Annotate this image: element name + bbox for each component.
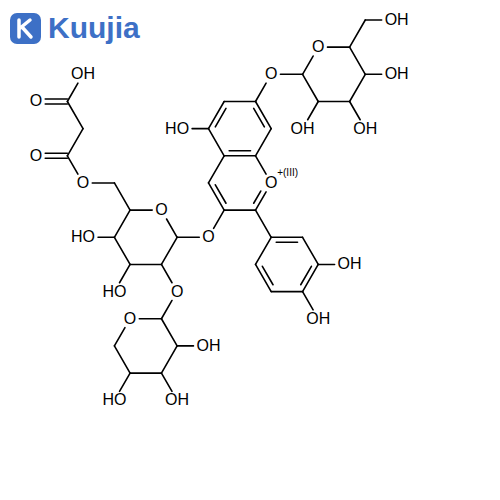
atom-label: O	[265, 66, 277, 82]
bond-line	[256, 237, 272, 264]
bond-line	[120, 373, 131, 391]
bond-line	[350, 101, 361, 119]
logo-k-mark	[19, 20, 31, 37]
bond-line	[229, 150, 250, 152]
bond-line	[67, 83, 78, 101]
atom-label: OH	[385, 66, 409, 82]
bond-line	[114, 237, 130, 264]
bond-line	[45, 98, 67, 100]
bond-line	[114, 346, 130, 373]
bond-line	[301, 266, 312, 284]
bond-line	[318, 101, 349, 103]
atom-label: OH	[353, 121, 377, 137]
atom-label: O	[124, 311, 136, 327]
atom-label: OH	[291, 121, 315, 137]
bond-line	[67, 156, 78, 174]
atom-label: O	[155, 202, 167, 218]
atom-label: O	[77, 175, 89, 191]
bond-line	[256, 83, 267, 101]
bond-line	[365, 19, 381, 21]
bond-line	[45, 158, 67, 160]
bond-line	[350, 47, 366, 74]
atom-label: OH	[306, 311, 330, 327]
atom-label: O	[30, 93, 42, 109]
bond-line	[214, 210, 225, 228]
bond-line	[365, 74, 381, 76]
bond-line	[161, 300, 172, 318]
atom-label: HO	[102, 392, 126, 408]
bond-line	[271, 291, 302, 293]
atom-label: O	[171, 284, 183, 300]
bond-line	[161, 373, 172, 391]
bond-line	[256, 156, 267, 174]
bond-line	[208, 156, 224, 183]
bond-line	[114, 210, 130, 237]
logo-wordmark: Kuujia	[48, 13, 140, 43]
bond-line	[130, 372, 161, 374]
bond-line	[350, 74, 366, 101]
bond-line	[303, 292, 314, 310]
bond-line	[161, 264, 172, 282]
bond-line	[120, 264, 131, 282]
bond-line	[303, 74, 319, 101]
bond-line	[280, 74, 302, 76]
bond-line	[67, 129, 83, 156]
bond-line	[254, 191, 261, 203]
bond-line	[161, 319, 177, 346]
atom-label: O	[30, 148, 42, 164]
atom-label: OH	[71, 66, 95, 82]
atom-label: HO	[71, 229, 95, 245]
bond-line	[208, 129, 224, 156]
bond-line	[303, 56, 314, 74]
atom-label: OH	[385, 12, 409, 28]
bond-line	[114, 328, 125, 346]
bond-line	[161, 346, 177, 373]
bond-line	[130, 209, 152, 211]
charge-superscript: +(III)	[277, 168, 298, 178]
bond-line	[262, 266, 273, 284]
bond-line	[350, 20, 366, 47]
bond-line	[327, 46, 349, 48]
bond-line	[167, 219, 178, 237]
atom-label: O	[202, 229, 214, 245]
bond-line	[271, 236, 302, 238]
bond-line	[139, 318, 161, 320]
bond-line	[256, 129, 272, 156]
bond-line	[177, 236, 199, 238]
atom-label: OH	[165, 392, 189, 408]
bond-line	[215, 108, 226, 126]
bond-line	[45, 103, 67, 105]
bond-line	[45, 153, 67, 155]
atom-label: OH	[196, 338, 220, 354]
bond-line	[254, 108, 265, 126]
bond-line	[177, 345, 193, 347]
bond-line	[303, 237, 319, 264]
bond-line	[308, 101, 319, 119]
atom-label: O	[312, 39, 324, 55]
bond-line	[276, 241, 297, 243]
bond-line	[67, 101, 83, 128]
bond-line	[215, 185, 226, 203]
bond-line	[318, 264, 334, 266]
bond-line	[161, 237, 177, 264]
bond-line	[98, 236, 114, 238]
bond-line	[224, 209, 255, 211]
atom-label: HO	[102, 284, 126, 300]
atom-label: O	[265, 175, 277, 191]
bond-line	[130, 264, 161, 266]
bond-line	[256, 210, 272, 237]
bond-line	[224, 155, 255, 157]
bond-line	[114, 183, 130, 210]
atom-label: OH	[338, 256, 362, 272]
bond-line	[256, 192, 267, 210]
logo-square	[10, 13, 41, 44]
bond-line	[224, 101, 255, 103]
bond-line	[92, 182, 114, 184]
bond-line	[192, 128, 208, 130]
atom-label: HO	[165, 121, 189, 137]
